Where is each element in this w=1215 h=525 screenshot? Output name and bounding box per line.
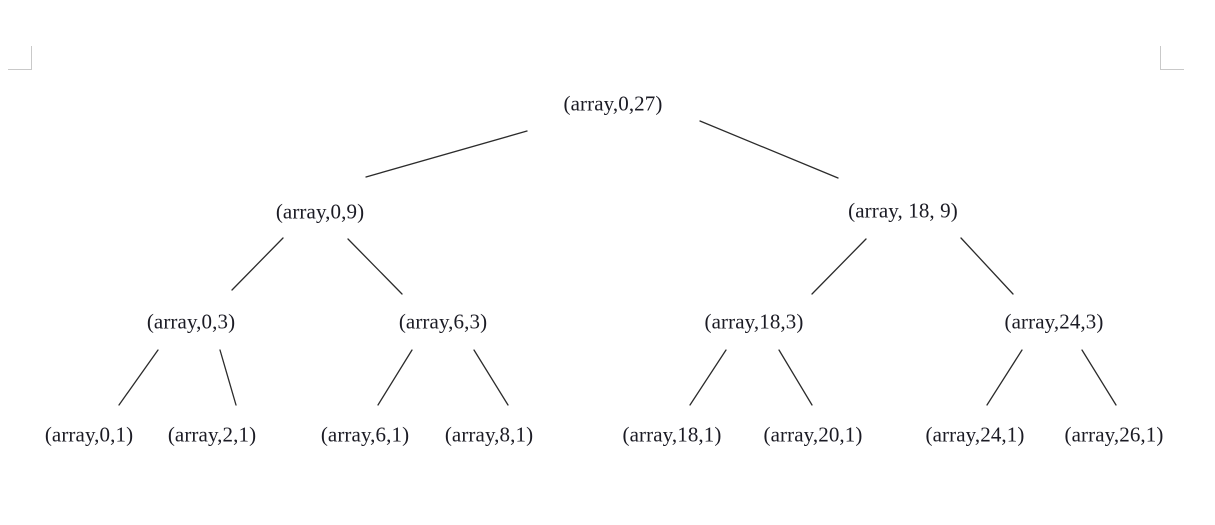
tree-node-n8: (array,2,1) [167, 422, 257, 447]
tree-edge-n5-to-n11 [689, 349, 727, 406]
tree-edge-n2-to-n5 [811, 238, 867, 295]
tree-node-n4: (array,6,3) [398, 309, 488, 334]
tree-edge-n1-to-n3 [231, 237, 284, 291]
tree-node-n14: (array,26,1) [1064, 422, 1164, 447]
tree-node-n3: (array,0,3) [146, 309, 236, 334]
tree-node-n10: (array,8,1) [444, 422, 534, 447]
tree-edge-n3-to-n7 [118, 349, 159, 406]
tree-edge-n6-to-n14 [1081, 349, 1117, 406]
tree-node-n13: (array,24,1) [925, 422, 1025, 447]
tree-node-n7: (array,0,1) [44, 422, 134, 447]
tree-node-n12: (array,20,1) [763, 422, 863, 447]
tree-node-n2: (array, 18, 9) [848, 198, 958, 223]
tree-node-n5: (array,18,3) [704, 309, 804, 334]
tree-edge-root-to-right [699, 120, 839, 179]
tree-edge-n3-to-n8 [219, 349, 237, 406]
tree-node-n9: (array,6,1) [320, 422, 410, 447]
tree-edge-n1-to-n4 [347, 238, 403, 295]
tree-edge-n6-to-n13 [986, 349, 1023, 406]
tree-edge-n4-to-n9 [377, 349, 413, 406]
crop-mark-top-right [1160, 46, 1184, 70]
tree-edge-n5-to-n12 [778, 349, 813, 406]
tree-edge-root-to-left [365, 130, 528, 178]
tree-edge-n2-to-n6 [960, 237, 1014, 295]
tree-node-n6: (array,24,3) [1004, 309, 1104, 334]
tree-node-n11: (array,18,1) [622, 422, 722, 447]
tree-node-n1: (array,0,9) [275, 199, 365, 224]
tree-node-n0: (array,0,27) [563, 91, 663, 116]
crop-mark-top-left [8, 46, 32, 70]
tree-edge-n4-to-n10 [473, 349, 509, 406]
